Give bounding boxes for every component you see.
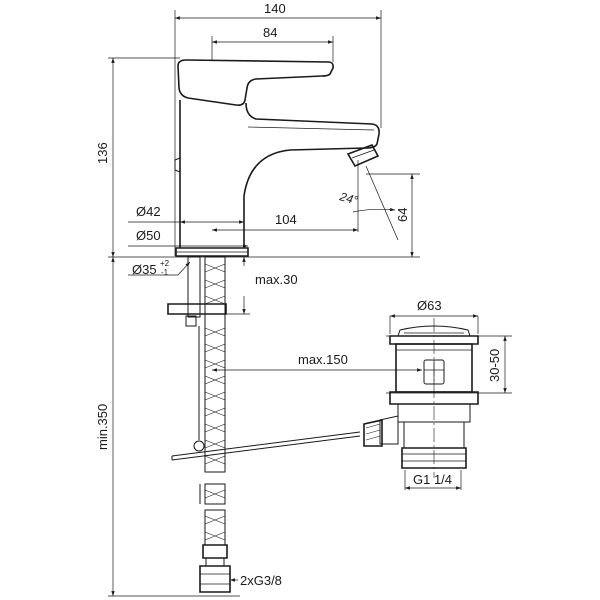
dimension-lever-length: 84 (212, 25, 333, 44)
dimension-overall-width: 140 (175, 1, 381, 20)
dimension-waste-thread: G1 1/4 (405, 472, 461, 490)
dimension-spout-reach: 104 (212, 212, 358, 232)
dimension-height: 136 (95, 58, 115, 257)
dimension-hole-diameter: Ø35 +2 -1 (128, 259, 191, 277)
waste-assembly (363, 318, 479, 478)
spout-angle-label: 24° (337, 189, 359, 208)
hole-tolerance-lower: -1 (161, 268, 169, 277)
dimension-min-hose-length: min.350 (95, 257, 115, 596)
hole-diameter-label: Ø35 (132, 262, 157, 277)
height-label: 136 (95, 142, 110, 164)
mounting-assembly (167, 256, 361, 593)
diameter-50-label: Ø50 (136, 228, 161, 243)
spout-angle-annotation: 24° (337, 165, 399, 241)
dimension-hose-thread: 2xG3/8 (230, 573, 282, 588)
dimension-waste-diameter: Ø63 (389, 298, 479, 334)
max-rod-length-label: max.150 (298, 352, 348, 367)
dimension-diameter-50: Ø50 (128, 228, 248, 248)
waste-adjust-label: 30-50 (487, 349, 502, 382)
hose-thread-label: 2xG3/8 (240, 573, 282, 588)
extension-lines (108, 10, 512, 597)
waste-diameter-label: Ø63 (417, 298, 442, 313)
overall-width-label: 140 (264, 1, 286, 16)
diameter-42-label: Ø42 (136, 204, 161, 219)
dimension-diameter-42: Ø42 (128, 204, 244, 222)
spout-reach-label: 104 (275, 212, 297, 227)
hole-tolerance-upper: +2 (160, 259, 170, 268)
lever-length-label: 84 (263, 25, 277, 40)
dimension-max-thickness: max.30 (226, 257, 298, 315)
dimension-spout-height: 64 (395, 174, 414, 257)
spout-height-label: 64 (395, 208, 410, 222)
min-hose-length-label: min.350 (95, 404, 110, 450)
max-thickness-label: max.30 (255, 272, 298, 287)
dimension-waste-adjust: 30-50 (487, 336, 507, 393)
waste-thread-label: G1 1/4 (413, 472, 452, 487)
dimension-max-rod-length: max.150 (212, 352, 422, 372)
